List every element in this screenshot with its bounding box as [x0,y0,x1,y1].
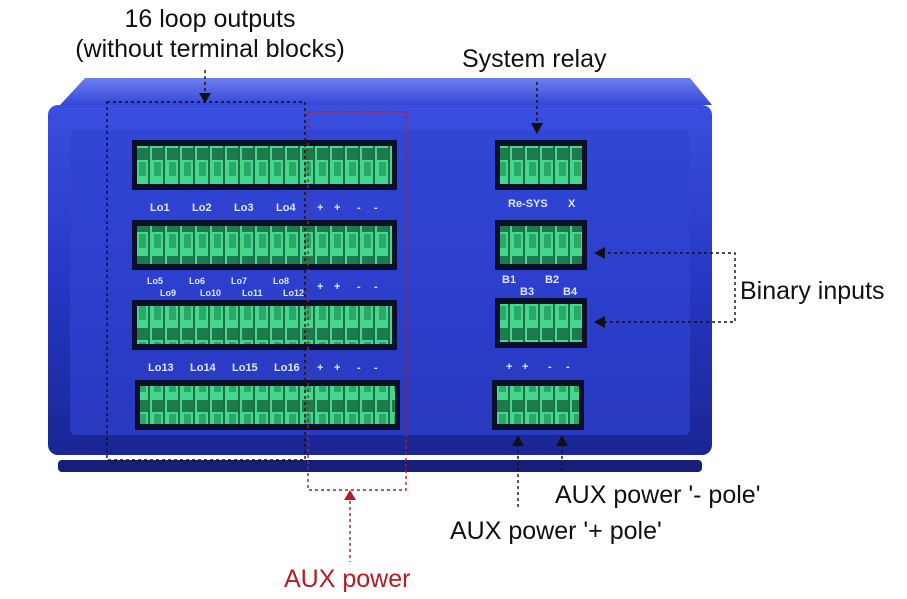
device-housing [48,78,712,472]
label-row1-4: + [317,202,323,214]
aux-power-arrowhead [344,490,356,500]
terminal-pins-row-4 [140,386,395,424]
aux-terminal-pins [497,386,579,424]
label-row3-3: Lo16 [274,362,300,374]
label-relay-0: Re-SYS [508,198,548,210]
label-binary-top-0: B1 [502,274,516,286]
binary-terminal-pins-1 [500,226,582,264]
label-row2-bottom-0: Lo9 [160,288,176,298]
label-aux-2: - [548,361,552,373]
label-row2-top-6: - [357,281,361,293]
label-row1-1: Lo2 [192,202,212,214]
loop-outputs-subtitle: (without terminal blocks) [75,35,345,63]
loop-outputs-arrowhead [199,93,211,103]
label-row3-4: + [317,362,323,374]
label-binary-top-1: B2 [545,274,559,286]
loop-terminal-rows [132,140,400,430]
binary-inputs-bracket [602,252,736,323]
label-row2-top-5: + [334,281,340,293]
label-row1-5: + [334,202,340,214]
binary-terminal-pins-2 [500,304,582,342]
label-row2-top-3: Lo8 [273,276,289,286]
terminal-pins-row-2 [137,226,392,264]
label-aux-3: - [566,361,570,373]
label-aux-0: + [506,361,512,373]
aux-plus-callout: AUX power '+ pole' [450,517,662,545]
label-row2-top-4: + [317,281,323,293]
aux-minus-callout: AUX power '- pole' [555,481,761,509]
loop-outputs-dashed-box [106,101,306,461]
label-row2-bottom-2: Lo11 [242,288,263,298]
aux-minus-arrowhead [556,435,568,446]
label-row3-7: - [374,362,378,374]
binary-inputs-arrowhead-top [594,247,605,259]
label-row1-0: Lo1 [150,202,170,214]
aux-plus-arrowhead [512,435,524,446]
terminal-pins-row-3 [137,306,392,344]
system-relay-arrowhead [531,123,543,134]
loop-outputs-bracket [106,70,306,461]
label-binary-bottom-0: B3 [520,286,534,298]
housing-panel [70,130,690,435]
housing-base [58,460,702,472]
label-row3-1: Lo14 [190,362,217,374]
system-relay-callout: System relay [462,45,607,73]
label-row1-3: Lo4 [276,202,296,214]
terminal-pins-row-1 [137,146,392,184]
aux-power-callout: AUX power [284,565,411,593]
label-row2-top-2: Lo7 [231,276,247,286]
label-row2-top-7: - [374,281,378,293]
loop-outputs-title: 16 loop outputs [124,5,296,33]
label-row1-6: - [357,202,361,214]
label-row1-2: Lo3 [234,202,254,214]
relay-terminal-pins [500,146,582,184]
label-row2-bottom-3: Lo12 [283,288,304,298]
loop-outputs-callout: 16 loop outputs (without terminal blocks… [30,4,390,64]
binary-inputs-callout: Binary inputs [740,277,885,305]
label-row3-2: Lo15 [232,362,258,374]
label-row3-5: + [334,362,340,374]
aux-power-bracket [307,111,407,562]
label-binary-bottom-1: B4 [563,286,578,298]
label-row1-7: - [374,202,378,214]
label-row2-top-0: Lo5 [147,276,163,286]
binary-inputs-arrowhead-bottom [594,316,605,328]
housing-top-face [60,78,712,105]
side-terminal-blocks [492,140,587,430]
label-row2-bottom-1: Lo10 [200,288,221,298]
label-row3-0: Lo13 [148,362,174,374]
label-row2-top-1: Lo6 [189,276,205,286]
label-row3-6: - [357,362,361,374]
aux-power-dashed-box [307,111,407,491]
aux-pole-arrows [517,444,563,510]
panel-label-strips: Lo1 Lo2 Lo3 Lo4 + + - - Lo5 Lo6 Lo7 Lo8 … [147,198,578,374]
label-aux-1: + [522,361,528,373]
label-relay-1: X [568,198,576,210]
